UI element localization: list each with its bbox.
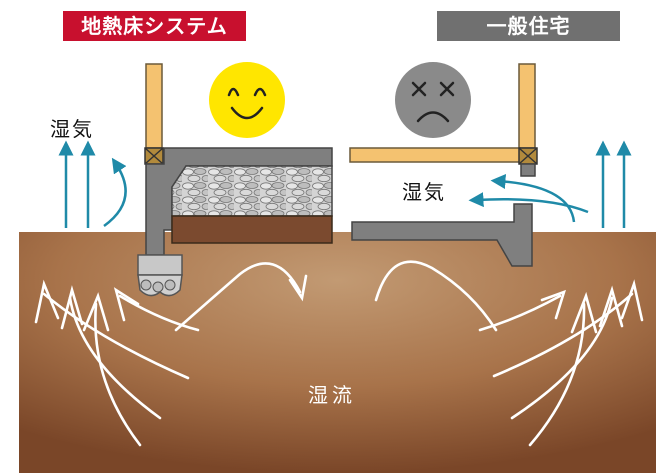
moisture-label-right: 湿気 (402, 180, 446, 204)
house-foundation (351, 203, 533, 267)
wall-post-left (145, 63, 163, 149)
ground (19, 232, 656, 473)
wall-post-right (518, 63, 536, 149)
house-badge-bg (437, 11, 620, 41)
floor-board (349, 147, 521, 163)
system-badge-bg (63, 11, 246, 41)
moisture-label-left: 湿気 (50, 117, 94, 141)
humidity-arrows-right (468, 140, 632, 228)
system-structure (137, 63, 333, 297)
ground-flow-arrows (34, 260, 644, 447)
soil-layer (171, 215, 333, 244)
ordinary-house-label: 一般住宅 (486, 14, 571, 38)
dizzy-sad-face-icon (395, 62, 471, 138)
gravel-layer (171, 165, 333, 217)
smiling-face-icon (209, 62, 285, 138)
moisture-flow-label: 湿流 (308, 383, 356, 407)
system-name-label: 地熱床システム (81, 14, 228, 38)
humidity-arrows-left (58, 140, 127, 228)
house-structure (349, 63, 538, 267)
footing-block (137, 254, 183, 276)
